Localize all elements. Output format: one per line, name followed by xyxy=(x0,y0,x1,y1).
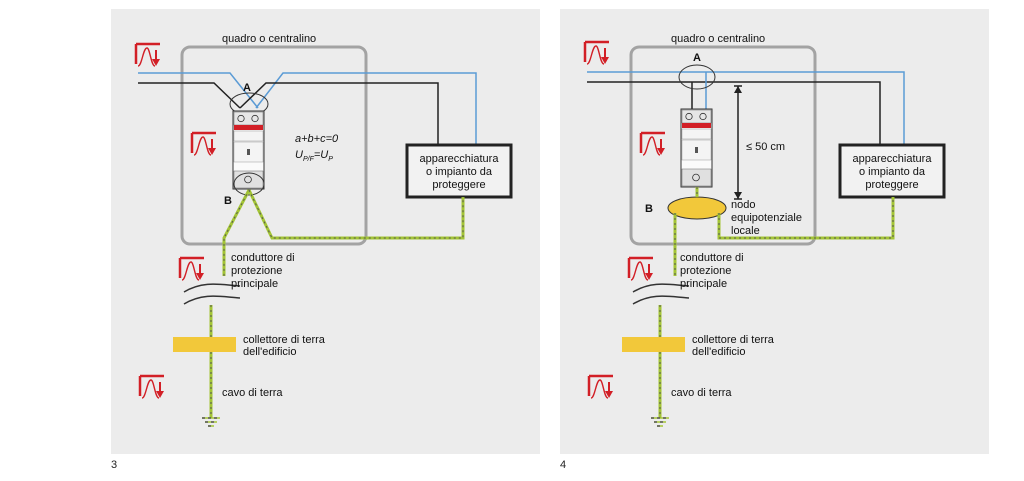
equipment-label-3: proteggere xyxy=(865,179,918,191)
node-label-3: locale xyxy=(731,225,760,237)
conductor-label-3: principale xyxy=(680,278,727,290)
formula-line-1: a+b+c=0 xyxy=(295,133,339,145)
earth-ground-icon xyxy=(201,417,221,427)
earth-collector-bar xyxy=(173,337,236,352)
conductor-label-1: conduttore di xyxy=(680,252,744,264)
earth-cable-label: cavo di terra xyxy=(671,387,732,399)
cable-break-symbol xyxy=(632,283,690,305)
equipment-box xyxy=(405,143,513,199)
conductor-label-1: conduttore di xyxy=(231,252,295,264)
earth-ground-icon xyxy=(650,417,670,427)
collector-label-1: collettore di terra xyxy=(692,334,775,346)
equipment-label-1: apparecchiatura xyxy=(420,153,500,165)
formula-line-2: UP/F=UP xyxy=(295,149,333,163)
surge-impulse-icon xyxy=(190,131,218,157)
point-a-label: A xyxy=(693,52,701,64)
earth-conductor xyxy=(658,187,895,418)
point-a-label: A xyxy=(243,82,251,94)
earth-conductor xyxy=(209,189,465,418)
surge-impulse-icon xyxy=(138,374,166,400)
surge-impulse-icon xyxy=(627,256,655,282)
earth-cable-label: cavo di terra xyxy=(222,387,283,399)
point-b-ellipse xyxy=(233,172,265,196)
diagram-4: quadro o centralino A ≤ 50 cm B nodo equ… xyxy=(583,33,946,427)
conductor-label-2: protezione xyxy=(231,265,282,277)
surge-impulse-icon xyxy=(134,42,162,68)
equipment-label-2: o impianto da xyxy=(426,166,493,178)
equipment-label-2: o impianto da xyxy=(859,166,926,178)
conductor-label-3: principale xyxy=(231,278,278,290)
collector-label-2: dell'edificio xyxy=(692,346,745,358)
diagram-3: quadro o centralino A B a+b+c=0 UP/F=UP … xyxy=(134,33,513,427)
equipment-label-3: proteggere xyxy=(432,179,485,191)
board-label: quadro o centralino xyxy=(671,33,765,45)
board-outline xyxy=(629,45,817,246)
conductor-label-2: protezione xyxy=(680,265,731,277)
cable-break-symbol xyxy=(183,283,241,305)
distance-label: ≤ 50 cm xyxy=(746,141,785,153)
surge-impulse-icon xyxy=(587,374,615,400)
node-label-2: equipotenziale xyxy=(731,212,802,224)
figure-number-3: 3 xyxy=(111,459,118,471)
equipment-label-1: apparecchiatura xyxy=(853,153,933,165)
supply-lines xyxy=(587,71,905,145)
node-label-1: nodo xyxy=(731,199,755,211)
surge-protective-device-icon xyxy=(680,108,713,188)
board-outline xyxy=(180,45,368,246)
point-b-label: B xyxy=(224,195,232,207)
surge-impulse-icon xyxy=(583,40,611,66)
point-a-ellipse xyxy=(678,64,716,90)
board-label: quadro o centralino xyxy=(222,33,316,45)
collector-label-1: collettore di terra xyxy=(243,334,326,346)
collector-label-2: dell'edificio xyxy=(243,346,296,358)
earth-collector-bar xyxy=(622,337,685,352)
surge-impulse-icon xyxy=(639,131,667,157)
surge-impulse-icon xyxy=(178,256,206,282)
distance-marker xyxy=(734,85,742,200)
point-b-label: B xyxy=(645,203,653,215)
equipotential-node xyxy=(667,196,727,220)
figure-number-4: 4 xyxy=(560,459,567,471)
